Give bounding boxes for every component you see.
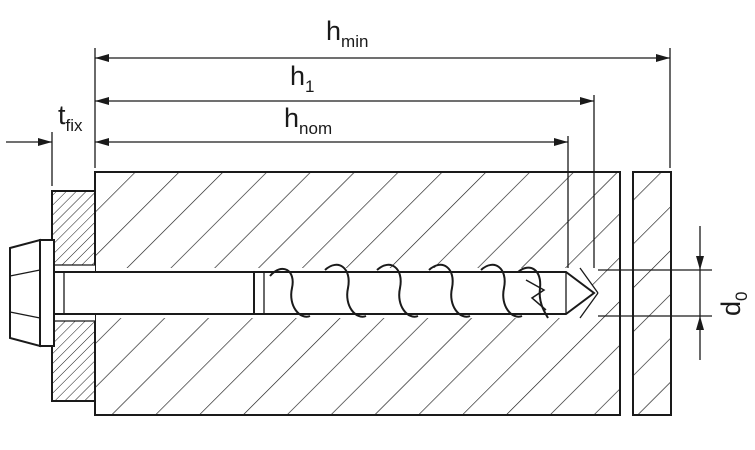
label-h-min: hmin xyxy=(326,16,368,51)
label-h-1: h1 xyxy=(290,61,315,96)
dimension-h-nom: hnom xyxy=(95,103,568,146)
label-h-nom: hnom xyxy=(284,103,332,138)
dimension-h-min: hmin xyxy=(95,16,670,62)
screw-anchor xyxy=(9,238,596,348)
label-t-fix: tfix xyxy=(58,100,83,135)
dimension-h-1: h1 xyxy=(95,61,594,105)
dimension-t-fix: tfix xyxy=(6,100,83,146)
extension-lines xyxy=(51,48,712,317)
label-d-0: d0 xyxy=(716,292,751,317)
dimension-d-0: d0 xyxy=(696,226,751,360)
member-strip xyxy=(632,171,672,416)
